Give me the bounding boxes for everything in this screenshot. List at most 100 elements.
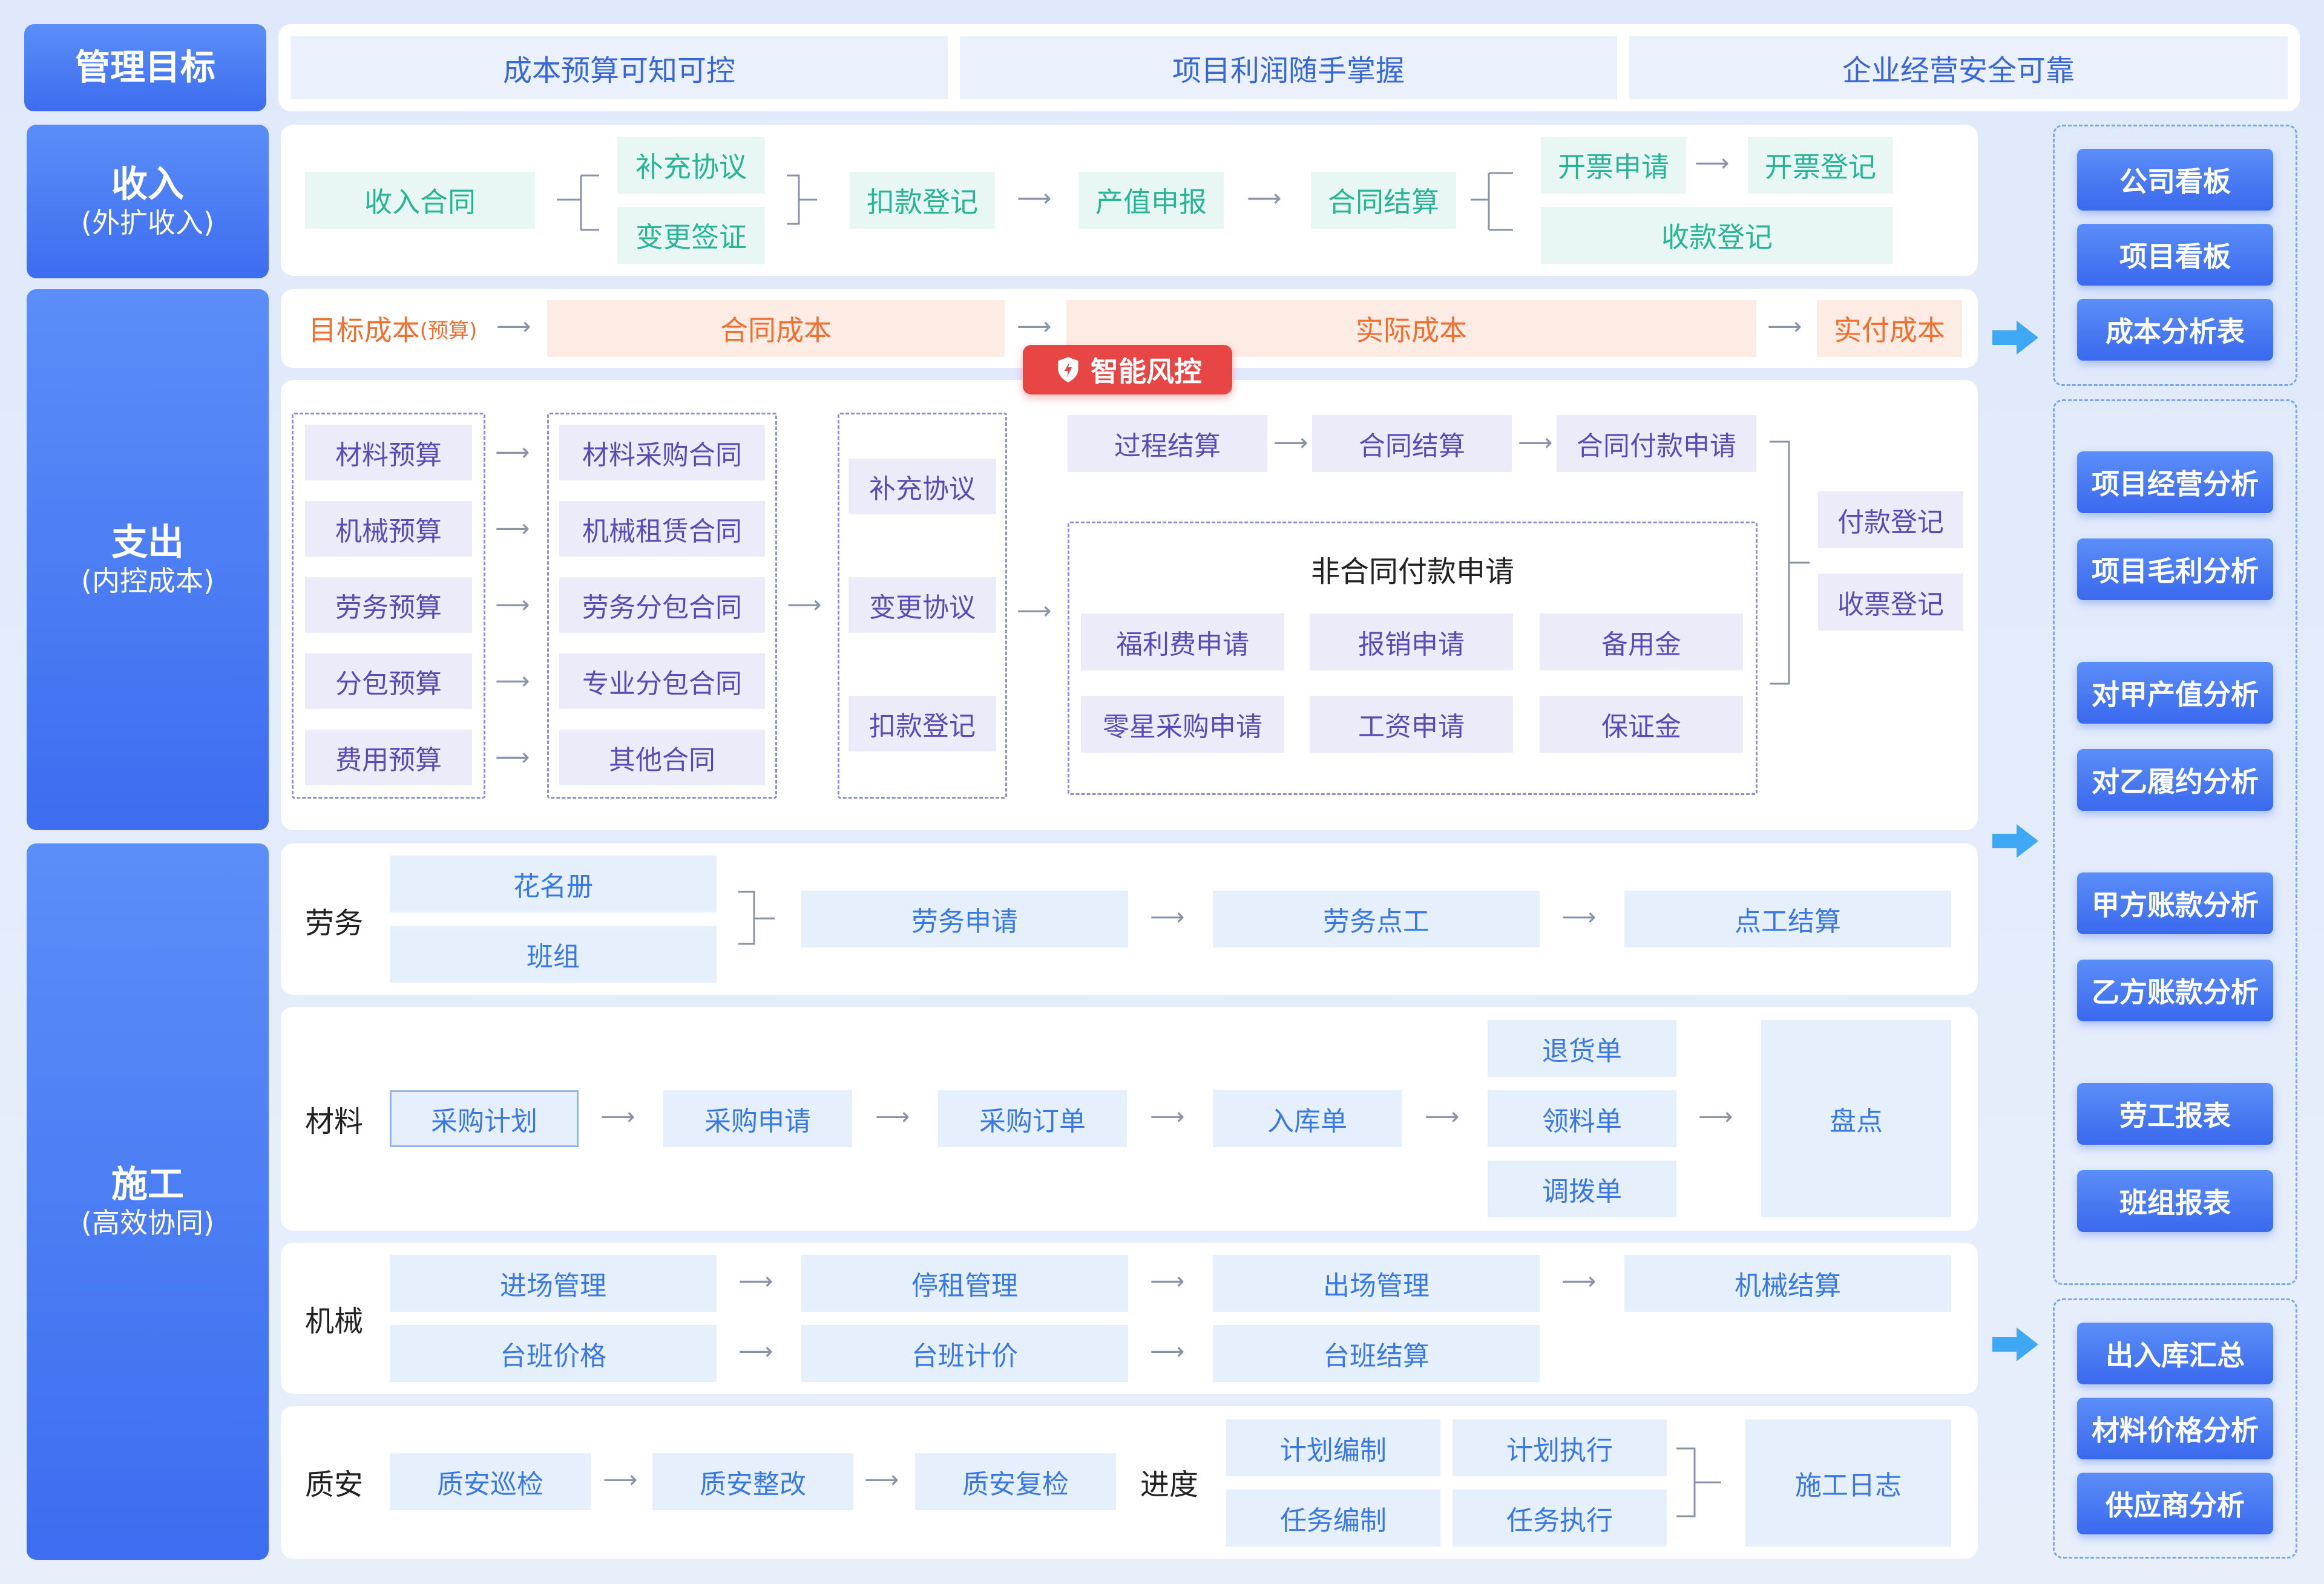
income-deduction: 扣款登记 xyxy=(850,172,995,229)
income-invoice-register: 开票登记 xyxy=(1748,137,1893,194)
arrow: ⟶ xyxy=(495,591,530,619)
task-item: 任务编制 xyxy=(1226,1490,1440,1546)
arrow: ⟶ xyxy=(1150,1103,1185,1131)
noncontract-item: 备用金 xyxy=(1540,614,1743,670)
arrow: ⟶ xyxy=(738,1268,773,1295)
labor-flow-item: 点工结算 xyxy=(1624,891,1951,947)
arrow-right-icon xyxy=(1992,1327,2038,1361)
material-branch-item: 领料单 xyxy=(1488,1090,1676,1147)
plan-item: 计划执行 xyxy=(1452,1419,1667,1476)
progress-label: 进度 xyxy=(1140,1468,1198,1502)
pay-item: 付款登记 xyxy=(1818,491,1963,548)
adjust-item: 扣款登记 xyxy=(849,696,996,751)
arrow: ⟶ xyxy=(1767,313,1802,341)
report-button[interactable]: 乙方账款分析 xyxy=(2077,960,2273,1021)
budget-item: 劳务预算 xyxy=(305,577,472,633)
adjust-item: 变更协议 xyxy=(849,577,996,633)
goal-3: 企业经营安全可靠 xyxy=(1629,36,2288,99)
goal-1: 成本预算可知可控 xyxy=(290,36,948,99)
arrow: ⟶ xyxy=(1150,1338,1185,1366)
income-settlement: 合同结算 xyxy=(1311,172,1456,229)
contract-item: 材料采购合同 xyxy=(559,425,765,480)
arrow-right-icon xyxy=(1992,321,2038,355)
income-payment-register: 收款登记 xyxy=(1541,207,1893,264)
machine-item: 台班计价 xyxy=(801,1325,1128,1382)
budget-item: 材料预算 xyxy=(305,425,472,480)
arrow: ⟶ xyxy=(1518,429,1553,457)
labor-flow-item: 劳务点工 xyxy=(1213,891,1540,947)
noncontract-group xyxy=(1068,522,1758,795)
risk-control-badge[interactable]: 智能风控 xyxy=(1023,345,1232,394)
budget-item: 机械预算 xyxy=(305,501,472,557)
report-button[interactable]: 劳工报表 xyxy=(2077,1083,2273,1145)
quality-flow-item: 质安复检 xyxy=(915,1453,1116,1510)
income-output: 产值申报 xyxy=(1078,172,1224,229)
pay-bracket xyxy=(1770,440,1810,685)
budget-group xyxy=(292,413,485,799)
report-button[interactable]: 公司看板 xyxy=(2077,149,2273,211)
arrow: ⟶ xyxy=(603,1466,638,1494)
contract-item: 劳务分包合同 xyxy=(559,577,765,633)
report-button[interactable]: 班组报表 xyxy=(2077,1170,2273,1232)
labor-flow-item: 劳务申请 xyxy=(801,891,1128,947)
arrow: ⟶ xyxy=(864,1466,899,1494)
report-button[interactable]: 对乙履约分析 xyxy=(2077,749,2273,811)
report-button[interactable]: 出入库汇总 xyxy=(2077,1323,2273,1384)
pay-item: 收票登记 xyxy=(1818,574,1963,630)
report-button[interactable]: 对甲产值分析 xyxy=(2077,662,2273,724)
report-button[interactable]: 项目看板 xyxy=(2077,224,2273,286)
noncontract-item: 福利费申请 xyxy=(1081,614,1284,670)
arrow: ⟶ xyxy=(496,313,531,341)
arrow: ⟶ xyxy=(1017,185,1052,212)
material-flow-item[interactable]: 采购计划 xyxy=(390,1090,579,1147)
income-bracket-2 xyxy=(787,174,817,225)
arrow-right-icon xyxy=(1992,824,2038,858)
machine-item: 出场管理 xyxy=(1213,1255,1540,1312)
machine-item: 台班价格 xyxy=(390,1325,717,1382)
machine-item: 停租管理 xyxy=(801,1255,1128,1312)
arrow: ⟶ xyxy=(875,1103,910,1131)
report-button[interactable]: 供应商分析 xyxy=(2077,1473,2273,1534)
labor-bracket xyxy=(738,891,775,945)
report-button[interactable]: 材料价格分析 xyxy=(2077,1398,2273,1459)
budget-item: 分包预算 xyxy=(305,653,472,709)
construction-log: 施工日志 xyxy=(1745,1419,1951,1546)
arrow: ⟶ xyxy=(1247,185,1282,212)
budget-item: 费用预算 xyxy=(305,730,472,785)
arrow: ⟶ xyxy=(1150,1268,1185,1295)
quality-flow-item: 质安整改 xyxy=(652,1453,853,1510)
report-button[interactable]: 项目经营分析 xyxy=(2077,451,2273,513)
machine-item: 进场管理 xyxy=(390,1255,717,1312)
cost-paid: 实付成本 xyxy=(1817,300,1962,357)
material-label: 材料 xyxy=(304,1105,363,1139)
report-group-2 xyxy=(2053,399,2297,1285)
header-label: 管理目标 xyxy=(24,24,266,111)
labor-roster: 花名册 xyxy=(390,856,717,912)
report-button[interactable]: 成本分析表 xyxy=(2077,299,2273,361)
noncontract-item: 保证金 xyxy=(1540,696,1743,753)
construction-label: 施工 (高效协同) xyxy=(27,843,269,1560)
noncontract-title: 非合同付款申请 xyxy=(1310,555,1514,589)
goal-2: 项目利润随手掌握 xyxy=(960,36,1617,99)
cost-contract: 合同成本 xyxy=(547,300,1005,357)
arrow: ⟶ xyxy=(1425,1103,1460,1131)
arrow: ⟶ xyxy=(738,1338,773,1366)
income-change: 变更签证 xyxy=(617,207,765,264)
contract-group xyxy=(547,413,777,799)
noncontract-item: 工资申请 xyxy=(1310,696,1513,753)
material-branch-item: 退货单 xyxy=(1488,1020,1676,1077)
noncontract-item: 报销申请 xyxy=(1310,614,1513,670)
income-label: 收入 (外扩收入) xyxy=(27,125,269,278)
report-button[interactable]: 项目毛利分析 xyxy=(2077,538,2273,600)
shield-icon xyxy=(1058,357,1078,382)
income-supplement: 补充协议 xyxy=(617,137,765,194)
flow-item: 合同结算 xyxy=(1312,415,1512,472)
material-flow-item: 入库单 xyxy=(1213,1090,1402,1147)
income-contract: 收入合同 xyxy=(305,172,535,229)
arrow: ⟶ xyxy=(1561,903,1597,931)
report-button[interactable]: 甲方账款分析 xyxy=(2077,872,2273,934)
contract-item: 专业分包合同 xyxy=(559,653,765,709)
arrow: ⟶ xyxy=(1561,1268,1597,1295)
arrow: ⟶ xyxy=(1150,903,1185,931)
machine-label: 机械 xyxy=(304,1304,363,1338)
